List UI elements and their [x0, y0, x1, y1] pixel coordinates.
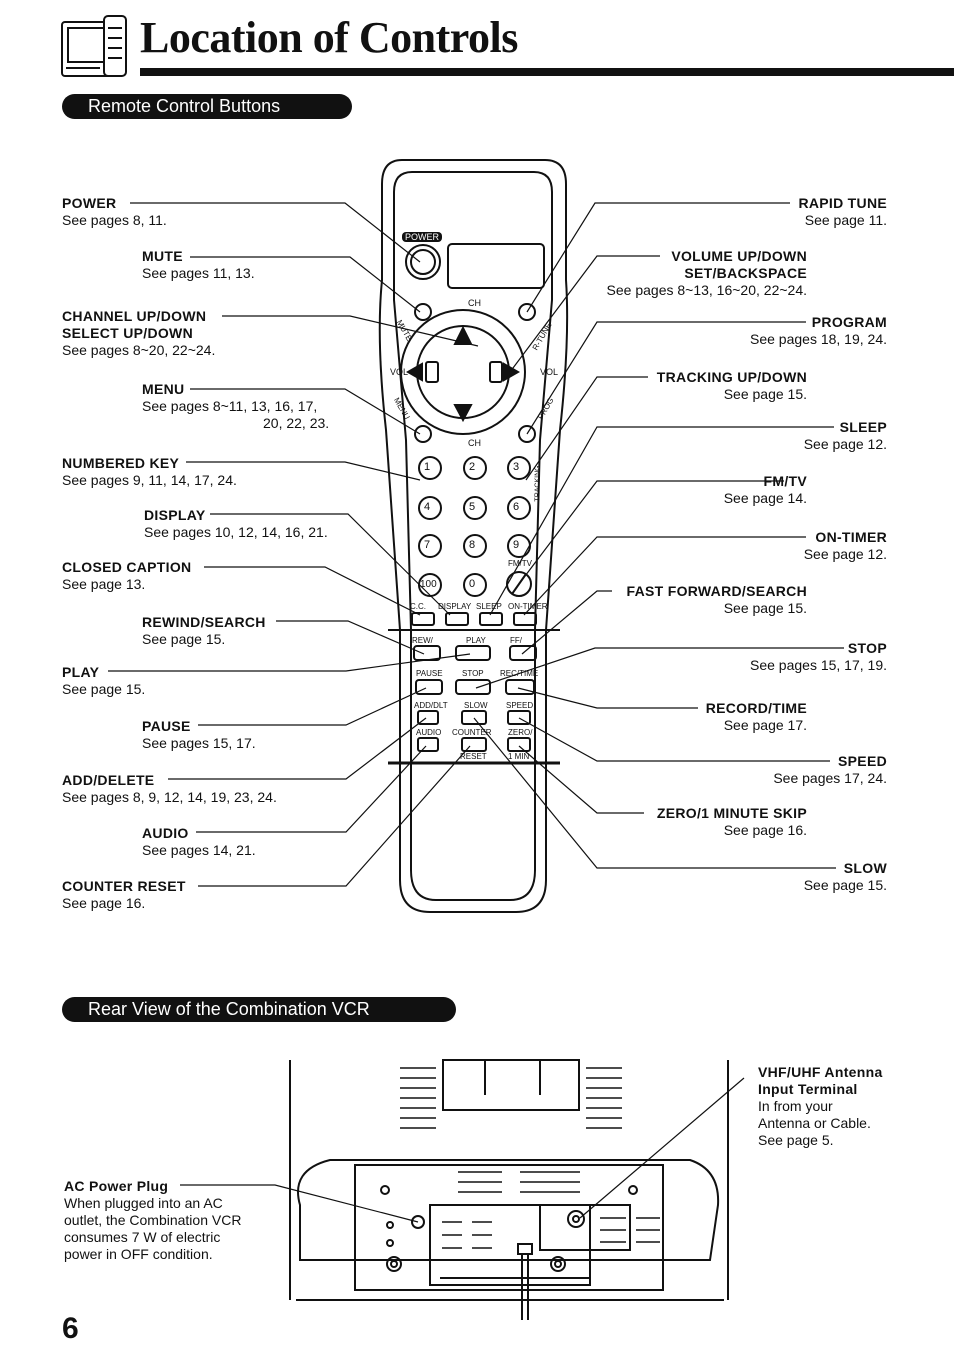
remote-counter-text: COUNTER [452, 728, 492, 737]
title-rule [140, 68, 954, 76]
label-antenna-terminal: VHF/UHF Antenna Input Terminal In from y… [758, 1064, 883, 1148]
remote-audio-text: AUDIO [416, 728, 442, 737]
key-4: 4 [424, 501, 431, 513]
page-number: 6 [62, 1312, 79, 1345]
key-2: 2 [469, 461, 476, 473]
remote-ch-bottom: CH [468, 438, 481, 448]
remote-sleep-text: SLEEP [476, 602, 502, 611]
remote-reset-text: RESET [460, 752, 487, 761]
remote-power-text: POWER [402, 232, 443, 242]
key-0: 0 [469, 578, 476, 590]
remote-vol-left: VOL [390, 367, 409, 377]
remote-slow-text: SLOW [464, 701, 488, 710]
key-1: 1 [424, 461, 431, 473]
page-title: Location of Controls [140, 13, 518, 62]
key-5: 5 [469, 501, 476, 513]
remote-ch-top: CH [468, 298, 481, 308]
remote-ff-text: FF/ [510, 636, 522, 645]
remote-adddlt-text: ADD/DLT [414, 701, 448, 710]
section-heading-remote: Remote Control Buttons [62, 94, 352, 119]
key-8: 8 [469, 539, 476, 551]
remote-play-text: PLAY [466, 636, 486, 645]
remote-display-text: DISPLAY [438, 602, 472, 611]
label-ac-power-plug: AC Power Plug When plugged into an AC ou… [64, 1178, 242, 1262]
remote-pause-text: PAUSE [416, 669, 443, 678]
section-heading-rear: Rear View of the Combination VCR [62, 997, 456, 1022]
remote-stop-text: STOP [462, 669, 484, 678]
